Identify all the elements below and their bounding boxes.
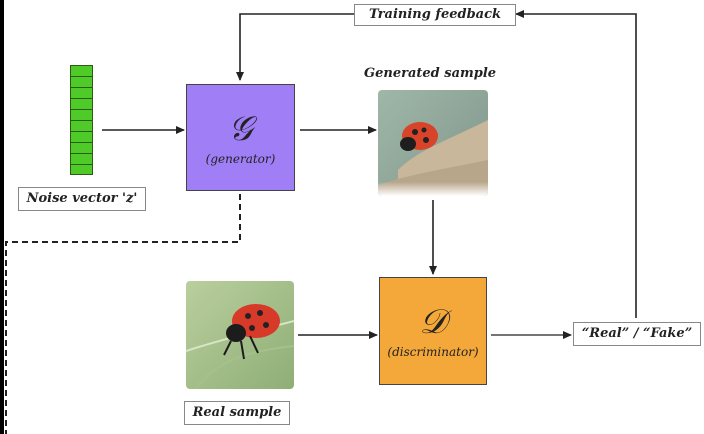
dashed-line [5,194,241,434]
feedback-line-right [515,10,637,318]
real-sample-image [186,281,294,389]
generator-symbol: 𝒢 [228,108,253,149]
training-feedback-label: Training feedback [354,4,516,26]
generated-sample-label: Generated sample [364,66,497,81]
connector-lines [5,10,637,434]
gan-diagram: Training feedback Noise vector 'z' 𝒢 (ge… [4,0,704,434]
verdict-label: “Real” / “Fake” [573,322,701,346]
real-sample-label: Real sample [184,401,290,425]
noise-vector-label: Noise vector 'z' [18,187,146,211]
discriminator-caption: (discriminator) [387,345,479,359]
noise-vector [70,65,93,175]
generator-box: 𝒢 (generator) [186,84,295,191]
feedback-line-left [236,13,354,81]
discriminator-box: 𝒟 (discriminator) [379,277,487,385]
generated-sample-image [378,90,488,196]
discriminator-symbol: 𝒟 [419,302,447,342]
generator-caption: (generator) [205,151,276,166]
